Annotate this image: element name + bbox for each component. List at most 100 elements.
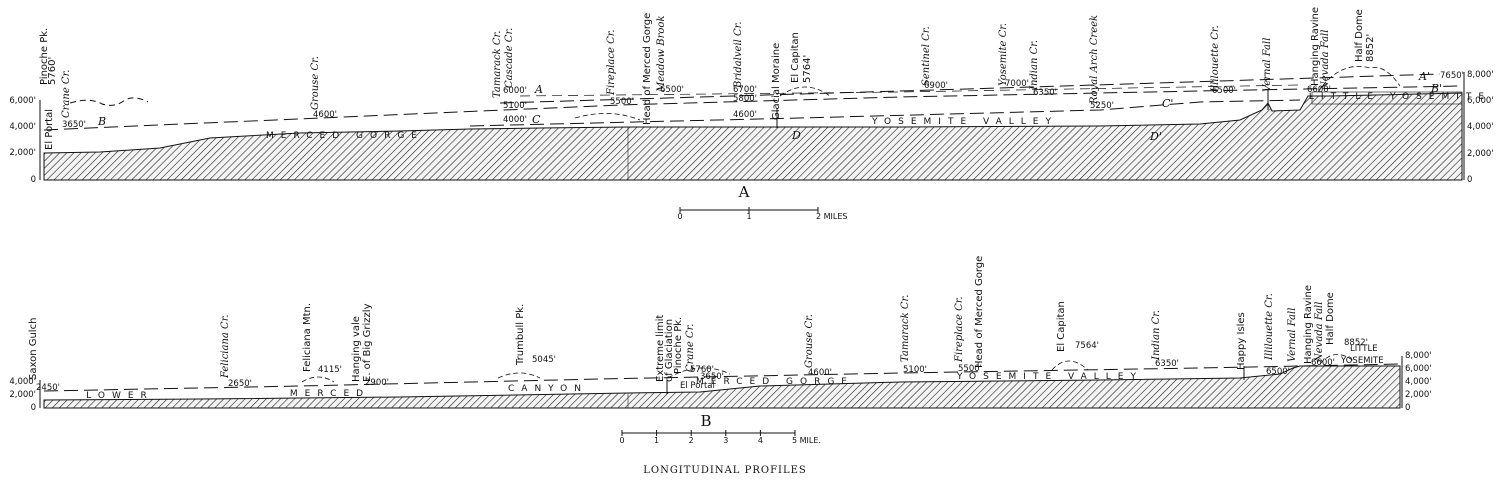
profile-b-pinoche-pk: [667, 367, 731, 379]
line-letter: C': [1162, 97, 1173, 110]
scale-tick-label: 0: [619, 436, 624, 445]
profile-b-elevation-labels: 2450'2650'4115'2900'5045'5760'4600'3650'…: [36, 338, 1368, 393]
elevation-label: 5800': [733, 94, 757, 104]
feature-label: Tamarack Cr.: [492, 31, 503, 98]
feature-label: Nevada Fall: [1320, 30, 1331, 91]
elevation-label: 6350': [1033, 88, 1057, 98]
feature-label: Illilouette Cr.: [1210, 25, 1221, 93]
profile-a-el-capitan-hill: [779, 86, 831, 97]
feature-label: 5760': [47, 57, 58, 85]
axis-tick-label: 4,000': [1467, 122, 1494, 132]
elevation-label: 4600': [313, 110, 337, 120]
axis-tick-label: 0: [1405, 403, 1410, 413]
profile-b-el-capitan: [1051, 360, 1089, 371]
feature-label: El Portal: [44, 109, 55, 150]
profile-a: 6,000' 4,000' 2,000' 0 8,000' 6,000' 4,0…: [9, 7, 1493, 201]
elevation-label: 8852': [1344, 338, 1368, 348]
feature-label: Royal Arch Creek: [1089, 15, 1100, 105]
profile-a-moraine: [574, 113, 641, 121]
feature-label: 5764': [802, 55, 813, 83]
line-letter: B: [97, 115, 106, 128]
feature-label: Head of Merced Gorge: [974, 256, 985, 368]
profile-a-little-yosemite-box: [1311, 91, 1463, 105]
elevation-label: 3650': [700, 372, 724, 382]
region-label: MERCED: [290, 389, 370, 399]
elevation-label: 6000': [503, 86, 527, 96]
feature-label: Feliciana Cr.: [220, 314, 231, 379]
profile-b-left-axis: 4,000' 2,000' 0: [9, 377, 41, 413]
feature-label: Pinoche Pk.: [39, 28, 50, 85]
axis-tick-label: 6,000': [1467, 96, 1494, 106]
profile-a-half-dome: [1317, 66, 1401, 93]
elevation-label: 4600': [808, 368, 832, 378]
axis-tick-label: 6,000': [9, 96, 36, 106]
feature-label: Illilouette Cr.: [1264, 293, 1275, 361]
profile-a-line-upper: [519, 84, 1301, 97]
feature-label: of Glaciation: [664, 319, 675, 382]
axis-tick-label: 2,000': [9, 148, 36, 158]
feature-label: Grouse Cr.: [804, 314, 815, 368]
profile-b-trumbull-pk: [497, 372, 541, 379]
feature-label: Vernal Fall: [1287, 308, 1298, 362]
scale-tick-label: 5 MILE.: [792, 436, 821, 445]
place-label: El Portal: [680, 381, 715, 391]
elevation-label: 5500': [958, 364, 982, 374]
elevation-label: 6500': [1266, 367, 1290, 377]
profile-a-floor: [43, 92, 1463, 181]
feature-label: Hanging Ravine: [1303, 285, 1314, 364]
profile-a-label: A: [738, 183, 750, 201]
axis-tick-label: 0: [1467, 175, 1472, 185]
elevation-label: 7000': [1005, 79, 1029, 89]
elevation-label: 6900': [924, 81, 948, 91]
profile-b-floor: [43, 365, 1401, 409]
region-label: MERCED GORGE: [696, 377, 854, 387]
feature-label: Nevada Fall: [1314, 302, 1325, 363]
region-label: LITTLE YOSEMITE: [1309, 92, 1491, 102]
profile-b-feature-labels: Saxon Gulch Feliciana Cr. Feliciana Mtn. Ha…: [28, 256, 1336, 382]
profile-a-line-c: [469, 99, 1301, 127]
axis-tick-label: 8,000': [1405, 351, 1432, 361]
elevation-label: 5500': [610, 97, 634, 107]
line-letter: A: [534, 83, 543, 96]
feature-label: Feliciana Mtn.: [302, 303, 313, 372]
elevation-label: 3650': [62, 120, 86, 130]
feature-label: Crane Cr.: [61, 70, 72, 118]
scale-tick-label: 0: [677, 212, 682, 221]
scale-tick-label: 2: [689, 436, 694, 445]
profile-a-right-axis: 8,000' 6,000' 4,000' 2,000' 0: [1463, 70, 1494, 185]
profile-a-left-axis: 6,000' 4,000' 2,000' 0: [9, 96, 41, 185]
elevation-label: 6350': [1155, 359, 1179, 369]
line-letter: C: [532, 113, 541, 126]
feature-label: Crane Cr.: [685, 324, 696, 372]
feature-label: Sentinel Cr.: [921, 26, 932, 86]
elevation-label: 4000': [503, 115, 527, 125]
profile-b-half-dome: [1319, 354, 1356, 365]
axis-tick-label: 2,000': [1467, 149, 1494, 159]
axis-tick-label: 8,000': [1467, 70, 1494, 80]
region-label: YOSEMITE VALLEY: [956, 372, 1143, 382]
region-label: CANYON: [508, 384, 588, 394]
elevation-label: 2900': [365, 378, 389, 388]
feature-label: Trumbull Pk.: [515, 304, 526, 366]
axis-tick-label: 4,000': [1405, 377, 1432, 387]
feature-label: Cascade Cr.: [504, 28, 515, 88]
feature-label: E. of Big Grizzly: [362, 303, 373, 382]
axis-tick-label: 2,000': [1405, 390, 1432, 400]
feature-label: Vernal Fall: [1262, 38, 1273, 92]
feature-label: Saxon Gulch: [28, 318, 39, 380]
elevation-label: 4115': [318, 365, 342, 375]
feature-label: El Capitan: [1056, 301, 1067, 352]
feature-label: Happy Isles: [1236, 312, 1247, 370]
feature-label: Indian Cr.: [1151, 310, 1162, 361]
feature-label: Tamarack Cr.: [900, 295, 911, 362]
feature-label: Half Dome: [1354, 9, 1365, 62]
line-letter: B': [1430, 82, 1442, 95]
axis-tick-label: 0: [31, 403, 36, 413]
elevation-label: 6500': [1212, 86, 1236, 96]
elevation-label: 5045': [532, 355, 556, 365]
elevation-label: 5100': [903, 365, 927, 375]
